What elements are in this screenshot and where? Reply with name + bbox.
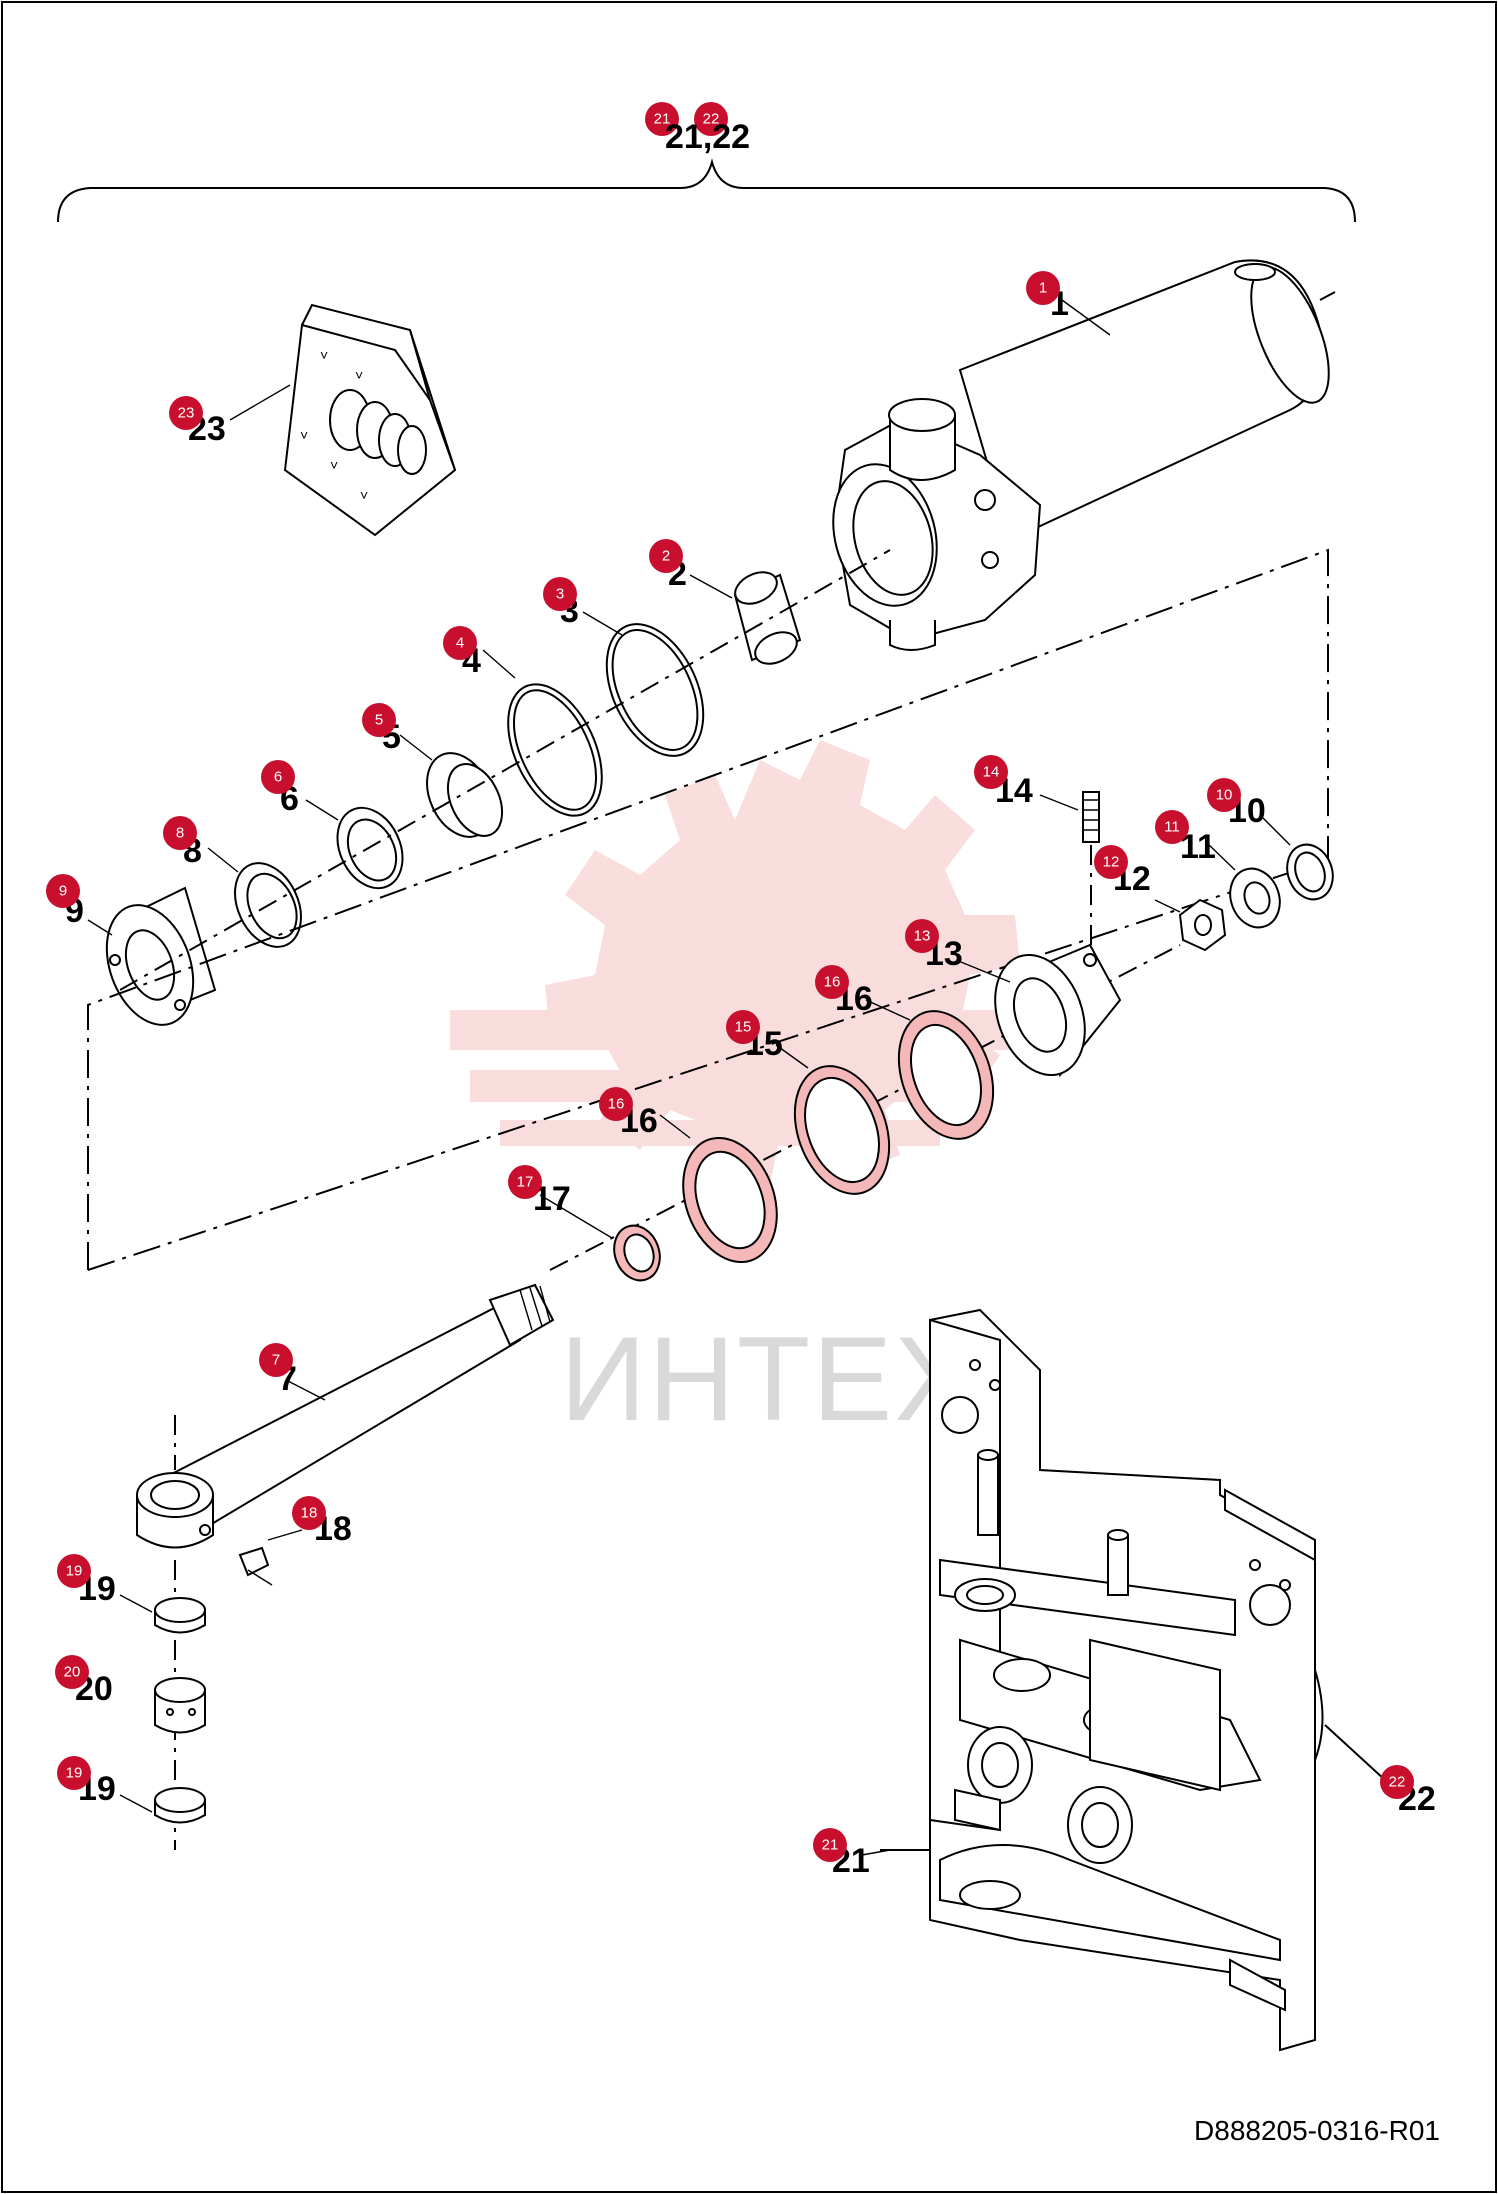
callout-11: 11 11 bbox=[1155, 810, 1216, 866]
callout-17: 17 17 bbox=[508, 1165, 571, 1218]
callout-7: 7 7 bbox=[259, 1343, 297, 1398]
callout-9: 9 9 bbox=[46, 874, 84, 930]
svg-text:11: 11 bbox=[1164, 819, 1180, 836]
part-23-seal-kit: ˅ ˅ ˅ ˅ ˅ bbox=[283, 303, 457, 537]
svg-text:7: 7 bbox=[272, 1352, 280, 1369]
svg-text:˅: ˅ bbox=[355, 367, 363, 383]
svg-text:20: 20 bbox=[64, 1664, 81, 1681]
svg-text:4: 4 bbox=[456, 635, 464, 652]
svg-text:15: 15 bbox=[735, 1019, 752, 1036]
assembly-brace bbox=[57, 158, 1356, 223]
document-id: D888205-0316-R01 bbox=[1194, 2115, 1440, 2146]
part-15-piston-seal bbox=[793, 1065, 891, 1195]
svg-text:22: 22 bbox=[703, 111, 720, 128]
svg-text:5: 5 bbox=[375, 712, 383, 729]
svg-text:16: 16 bbox=[608, 1096, 625, 1113]
callout-2: 2 2 bbox=[649, 539, 687, 593]
svg-text:˅: ˅ bbox=[320, 347, 328, 363]
badge-22 bbox=[694, 102, 728, 136]
part-1-cylinder-tube bbox=[832, 259, 1336, 651]
svg-text:6: 6 bbox=[274, 769, 282, 786]
svg-text:13: 13 bbox=[914, 928, 931, 945]
part-16-gasket-upper bbox=[897, 1010, 995, 1140]
svg-text:21: 21 bbox=[822, 1837, 839, 1854]
svg-text:17: 17 bbox=[517, 1174, 534, 1191]
svg-text:9: 9 bbox=[59, 883, 67, 900]
part-14-set-screw bbox=[1082, 791, 1100, 955]
callout-12: 12 12 bbox=[1094, 845, 1151, 898]
part-20-spacer bbox=[154, 1677, 206, 1734]
part-4-o-ring-inner bbox=[512, 689, 598, 811]
badge-21 bbox=[645, 102, 679, 136]
svg-text:21: 21 bbox=[654, 111, 671, 128]
svg-text:2: 2 bbox=[662, 548, 670, 565]
part-3-o-ring-inner bbox=[611, 629, 699, 751]
callout-23: 23 23 bbox=[169, 396, 226, 448]
callout-4: 4 4 bbox=[443, 626, 481, 680]
callout-8: 8 8 bbox=[163, 816, 202, 870]
leader-lines bbox=[87, 299, 1291, 1856]
svg-text:22: 22 bbox=[1389, 1774, 1406, 1791]
part-9-gland-head bbox=[105, 886, 217, 1026]
svg-text:18: 18 bbox=[301, 1505, 318, 1522]
part-2-bushing bbox=[733, 571, 802, 665]
svg-text:12: 12 bbox=[1103, 854, 1120, 871]
callout-21-22: 21 22 21,22 bbox=[645, 102, 750, 156]
svg-text:1: 1 bbox=[1039, 280, 1047, 297]
callout-6: 6 6 bbox=[261, 760, 299, 818]
watermark-text: ИНТЕХ bbox=[560, 1312, 976, 1446]
part-18-grease-nipple bbox=[238, 1546, 273, 1586]
part-11-washer bbox=[1229, 867, 1281, 929]
callout-3: 3 3 bbox=[543, 577, 579, 630]
callout-14: 14 14 bbox=[974, 755, 1033, 810]
part-16-gasket-lower bbox=[682, 1137, 778, 1263]
svg-text:23: 23 bbox=[178, 405, 195, 422]
part-19-bushing-lower bbox=[154, 1787, 206, 1824]
svg-text:10: 10 bbox=[1216, 787, 1233, 804]
assembly-envelope-line bbox=[87, 548, 1329, 1270]
callout-16-upper: 16 16 bbox=[815, 965, 873, 1018]
callout-16-lower: 16 16 bbox=[599, 1087, 658, 1140]
svg-text:3: 3 bbox=[556, 586, 564, 603]
part-12-nut bbox=[1178, 898, 1227, 952]
callout-20: 20 20 bbox=[55, 1655, 113, 1708]
svg-text:8: 8 bbox=[176, 825, 184, 842]
part-21-22-mounting-assembly bbox=[880, 1308, 1386, 2052]
svg-text:˅: ˅ bbox=[330, 457, 338, 473]
callout-19-upper: 19 19 bbox=[57, 1554, 116, 1608]
callout-1: 1 1 bbox=[1026, 271, 1069, 323]
callout-13: 13 13 bbox=[905, 919, 963, 973]
svg-text:16: 16 bbox=[824, 974, 841, 991]
callout-18: 18 18 bbox=[292, 1496, 352, 1548]
callout-5: 5 5 bbox=[362, 703, 401, 756]
callout-10: 10 10 bbox=[1207, 778, 1266, 830]
assembly-envelope-line-lower bbox=[87, 859, 1329, 1271]
callout-19-lower: 19 19 bbox=[57, 1756, 116, 1808]
part-8-seal-ring bbox=[234, 862, 302, 948]
part-10-retaining-ring bbox=[1286, 843, 1334, 901]
svg-text:˅: ˅ bbox=[360, 487, 368, 503]
part-7-piston-rod bbox=[136, 1283, 555, 1850]
svg-text:19: 19 bbox=[66, 1563, 83, 1580]
part-17-small-ring bbox=[613, 1224, 661, 1282]
svg-text:˅: ˅ bbox=[300, 427, 308, 443]
callout-21: 21 21 bbox=[813, 1828, 870, 1880]
part-13-piston bbox=[994, 943, 1122, 1078]
svg-text:19: 19 bbox=[66, 1765, 83, 1782]
callout-number: 21,22 bbox=[665, 118, 750, 156]
callout-15: 15 15 bbox=[726, 1010, 783, 1063]
svg-text:14: 14 bbox=[983, 764, 1000, 781]
callout-22: 22 22 bbox=[1380, 1765, 1436, 1818]
upper-axis-line bbox=[119, 549, 891, 991]
part-19-bushing-upper bbox=[154, 1597, 206, 1634]
